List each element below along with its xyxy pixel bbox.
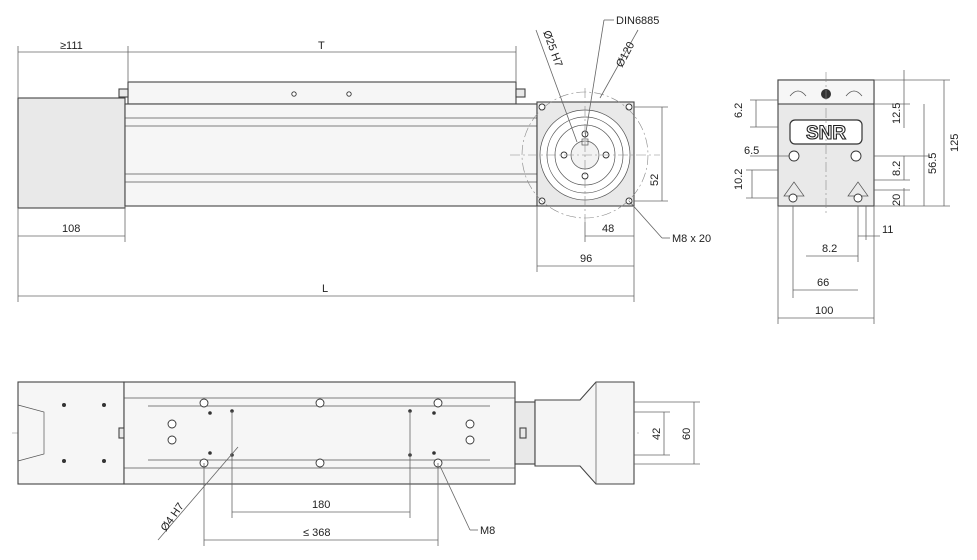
flange-hole <box>625 103 633 111</box>
end-view: SNR 6.2 6.5 10.2 12.5 125 56.5 8.2 <box>733 70 961 324</box>
carriage-screw <box>346 91 352 97</box>
dim-11: 11 <box>882 224 893 236</box>
top-profile <box>123 381 516 485</box>
flange-hole <box>538 103 546 111</box>
lube-nipple <box>118 88 129 98</box>
dim-180: 180 <box>312 499 330 511</box>
dim-96: 96 <box>580 253 592 265</box>
carriage <box>127 81 517 105</box>
dim-48: 48 <box>602 223 614 235</box>
dim-flange-dia: Ø120 <box>614 40 637 69</box>
end-slot <box>788 193 798 203</box>
dim-8-2-h: 8.2 <box>822 243 837 255</box>
dim-125: 125 <box>949 134 961 152</box>
top-flange <box>534 381 635 485</box>
profile-body <box>124 103 538 207</box>
side-view: ≥111 T 108 L 48 96 52 M8 x 20 Ø25 H7 <box>17 15 711 302</box>
dim-m8: M8 <box>480 525 495 537</box>
dim-108: 108 <box>62 223 80 235</box>
dim-min-111: ≥111 <box>60 40 83 52</box>
dim-42: 42 <box>651 428 663 440</box>
end-hole <box>850 150 862 162</box>
dim-12-5: 12.5 <box>891 103 903 124</box>
dim-10-2: 10.2 <box>733 169 745 190</box>
dim-shaft-dia: Ø25 H7 <box>540 29 564 69</box>
top-motor-block <box>17 381 125 485</box>
dim-66: 66 <box>817 277 829 289</box>
top-view: 42 60 180 ≤ 368 Ø4 H7 M8 <box>12 381 700 546</box>
dim-368: ≤ 368 <box>303 527 330 539</box>
dim-pin-dia: Ø4 H7 <box>159 501 187 534</box>
dim-60: 60 <box>681 428 693 440</box>
dim-stroke-t: T <box>318 40 325 52</box>
dim-total-l: L <box>322 283 328 295</box>
dim-100: 100 <box>815 305 833 317</box>
dim-6-2: 6.2 <box>733 103 745 118</box>
dim-8-2-v: 8.2 <box>891 161 903 176</box>
dim-6-5: 6.5 <box>744 145 759 157</box>
dim-56-5: 56.5 <box>927 153 939 174</box>
lube-nipple <box>515 88 526 98</box>
dim-52: 52 <box>649 174 661 186</box>
dim-20: 20 <box>891 194 903 206</box>
end-slot <box>853 193 863 203</box>
dim-din6885: DIN6885 <box>616 15 659 27</box>
carriage-screw <box>291 91 297 97</box>
end-hole <box>788 150 800 162</box>
dim-m8x20: M8 x 20 <box>672 233 711 245</box>
motor-block <box>17 97 126 209</box>
